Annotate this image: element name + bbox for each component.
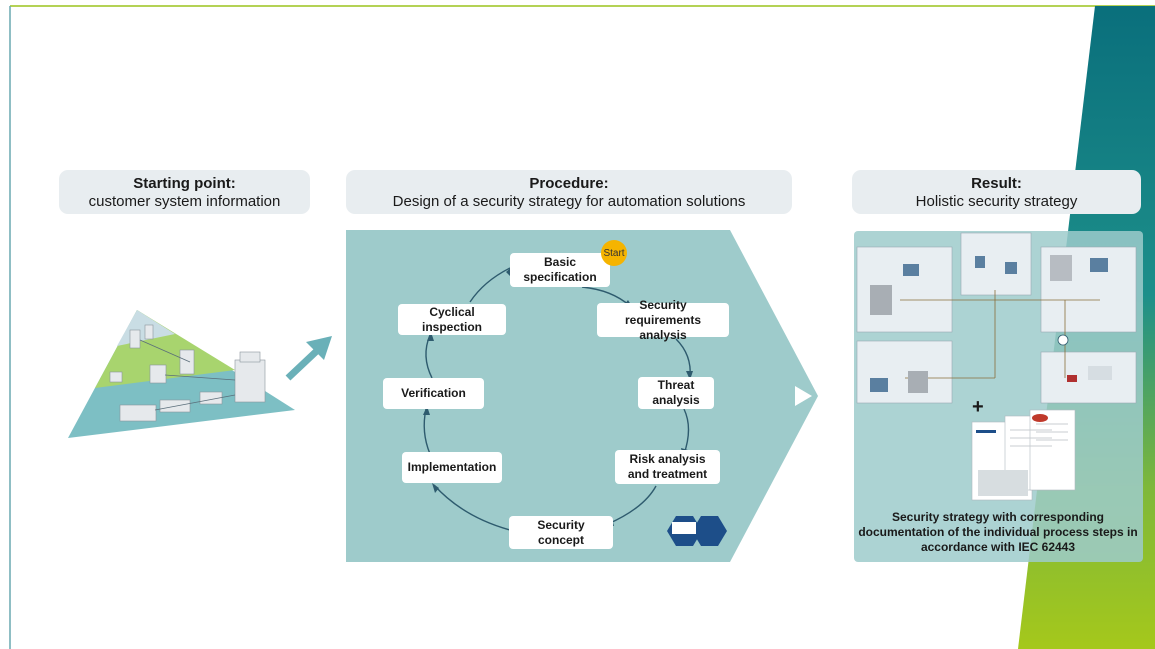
documentation-pages-illustration xyxy=(971,409,1076,501)
input-arrow-icon xyxy=(285,336,332,381)
step-threat-analysis: Threat analysis xyxy=(638,377,714,409)
step-implementation: Implementation xyxy=(402,452,502,483)
result-header: Result: Holistic security strategy xyxy=(852,170,1141,214)
starting-point-title: Starting point: xyxy=(133,175,236,192)
plus-sign: + xyxy=(972,396,984,418)
starting-point-subtitle: customer system information xyxy=(88,193,281,210)
network-zone-diagram xyxy=(856,232,1137,404)
tuv-certification-logo xyxy=(667,516,727,546)
step-basic-specification: Basic specification xyxy=(510,253,610,287)
starting-point-header: Starting point: customer system informat… xyxy=(59,170,310,214)
panel-arrowhead-icon xyxy=(795,386,812,406)
step-risk-analysis-and-treatment: Risk analysis and treatment xyxy=(615,450,720,484)
step-cyclical-inspection: Cyclical inspection xyxy=(398,304,506,335)
procedure-subtitle: Design of a security strategy for automa… xyxy=(392,193,746,210)
result-caption: Security strategy with corresponding doc… xyxy=(858,510,1138,554)
step-security-concept: Security concept xyxy=(509,516,613,549)
step-verification: Verification xyxy=(383,378,484,409)
procedure-title: Procedure: xyxy=(529,175,609,192)
plant-pyramid-illustration xyxy=(68,310,295,438)
procedure-header: Procedure: Design of a security strategy… xyxy=(346,170,792,214)
result-subtitle: Holistic security strategy xyxy=(915,193,1078,210)
result-title: Result: xyxy=(971,175,1022,192)
step-security-requirements-analysis: Security requirements analysis xyxy=(597,298,729,342)
start-badge: Start xyxy=(601,240,627,266)
